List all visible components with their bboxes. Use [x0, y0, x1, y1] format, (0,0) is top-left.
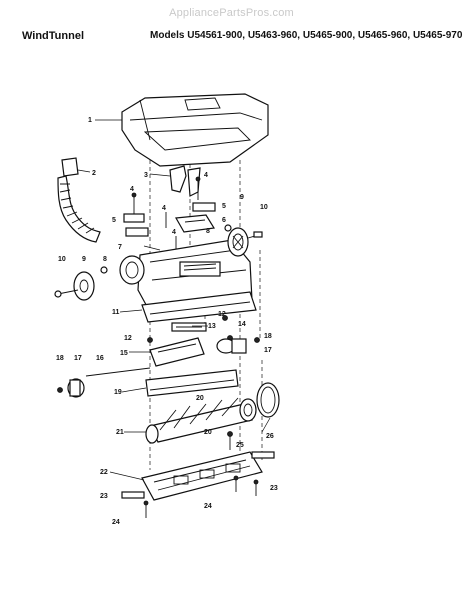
drive-assembly — [149, 337, 247, 367]
callout-14: 14 — [238, 321, 246, 328]
callout-16: 16 — [96, 355, 104, 362]
callout-4b: 4 — [204, 172, 208, 179]
callout-5a: 5 — [112, 217, 116, 224]
callout-9b: 9 — [82, 256, 86, 263]
callout-18b: 18 — [264, 333, 272, 340]
callout-7: 7 — [118, 244, 122, 251]
callout-17b: 17 — [264, 347, 272, 354]
base-housing — [141, 291, 257, 323]
callout-20b: 20 — [204, 429, 212, 436]
callout-9a: 9 — [240, 194, 244, 201]
callout-4a: 4 — [130, 186, 134, 193]
callout-23b: 23 — [270, 485, 278, 492]
callout-2: 2 — [92, 170, 96, 177]
models-heading: Models U54561-900, U5463-960, U5465-900,… — [150, 30, 463, 41]
callout-20a: 20 — [196, 395, 204, 402]
latch-pieces — [169, 165, 201, 197]
callout-19: 19 — [114, 389, 122, 396]
agitator-brush-roll — [145, 397, 257, 444]
callout-25: 25 — [236, 442, 244, 449]
brand-title: WindTunnel — [22, 30, 85, 42]
callout-10b: 10 — [58, 256, 66, 263]
motor-chassis — [119, 239, 253, 313]
callout-13: 13 — [208, 323, 216, 330]
base-plate — [141, 451, 263, 501]
bumper-strip — [145, 369, 239, 397]
wheel-right — [227, 227, 249, 257]
clips-and-screws — [123, 176, 216, 254]
axles — [54, 231, 263, 298]
nozzle-screw — [227, 431, 233, 450]
callout-10a: 10 — [260, 204, 268, 211]
callout-1: 1 — [88, 117, 92, 124]
watermark: AppliancePartsPros.com — [169, 7, 294, 19]
callout-12b: 12 — [124, 335, 132, 342]
callout-11: 11 — [112, 309, 120, 316]
belt-cover-strip — [171, 322, 207, 332]
front-clips — [121, 451, 275, 518]
callout-numbers: 1 2 3 4 4 4 4 5 5 6 7 8 8 9 9 10 10 11 1… — [56, 117, 278, 526]
wheel-left — [73, 271, 95, 301]
callout-3: 3 — [144, 172, 148, 179]
callout-12a: 12 — [218, 311, 226, 318]
callout-22: 22 — [100, 469, 108, 476]
washers — [100, 224, 232, 274]
callout-8b: 8 — [206, 228, 210, 235]
callout-18a: 18 — [56, 355, 64, 362]
callout-4c: 4 — [162, 205, 166, 212]
callout-6: 6 — [222, 217, 226, 224]
drive-belt — [256, 382, 280, 418]
callout-24b: 24 — [204, 503, 212, 510]
flexible-hose — [57, 157, 101, 243]
hood-cover — [121, 93, 269, 167]
callout-15: 15 — [120, 350, 128, 357]
callout-4d: 4 — [172, 229, 176, 236]
callout-26: 26 — [266, 433, 274, 440]
leader-lines — [77, 119, 271, 481]
inner-bracket — [175, 214, 215, 233]
callout-24a: 24 — [112, 519, 120, 526]
callout-8a: 8 — [103, 256, 107, 263]
callout-17a: 17 — [74, 355, 82, 362]
agitator-rod — [57, 337, 260, 398]
callout-21: 21 — [116, 429, 124, 436]
callout-5b: 5 — [222, 203, 226, 210]
callout-23a: 23 — [100, 493, 108, 500]
